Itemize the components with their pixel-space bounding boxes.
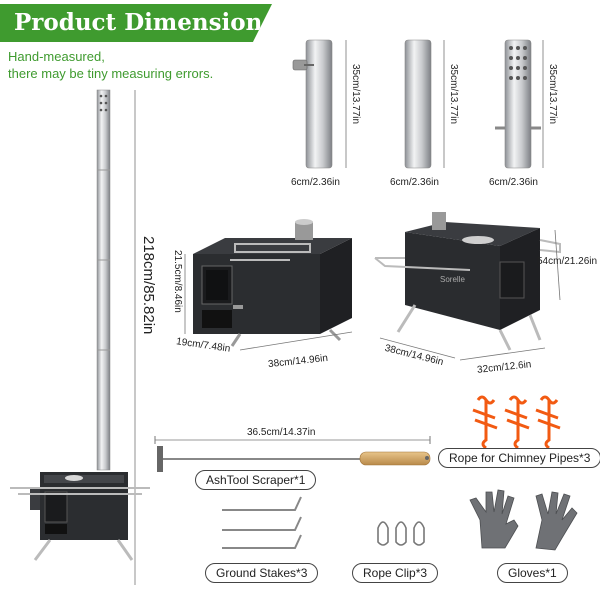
chimney-pipe-1 [292, 39, 333, 169]
note-line-2: there may be tiny measuring errors. [8, 66, 214, 81]
rope-label: Rope for Chimney Pipes*3 [438, 448, 600, 468]
svg-text:Sorelle: Sorelle [440, 275, 465, 284]
chimney-height: 218cm/85.82in [140, 236, 157, 335]
stove-side-view: Sorelle [374, 212, 561, 351]
pipe-3-height: 35cm/13.77in [547, 64, 558, 125]
stove-assembled [10, 472, 150, 561]
stove-side-rack: 54cm/21.26in [537, 256, 598, 267]
pipe-1-width: 6cm/2.36in [291, 177, 340, 188]
scraper-label: AshTool Scraper*1 [195, 470, 317, 490]
ash-scraper [157, 446, 431, 472]
ropes [472, 395, 561, 450]
chimney-assembled [96, 89, 136, 585]
pipe-3-width: 6cm/2.36in [489, 177, 538, 188]
stakes-label: Ground Stakes*3 [205, 563, 319, 583]
gloves [469, 489, 578, 551]
stove-front-view [193, 219, 352, 347]
note-line-1: Hand-measured, [8, 49, 105, 64]
chimney-pipe-3 [495, 39, 541, 169]
stove-front-height: 21.5cm/8.46in [172, 250, 183, 313]
rope-clips [377, 521, 425, 546]
ground-stakes [222, 496, 302, 549]
clip-label: Rope Clip*3 [352, 563, 439, 583]
pipe-1-height: 35cm/13.77in [350, 64, 361, 125]
title-banner: Product Dimension [0, 4, 272, 42]
pipe-2-height: 35cm/13.77in [448, 64, 459, 125]
pipe-2-width: 6cm/2.36in [390, 177, 439, 188]
gloves-label: Gloves*1 [497, 563, 568, 583]
scraper-length: 36.5cm/14.37in [247, 427, 316, 438]
chimney-pipe-2 [404, 39, 432, 169]
measurement-note: Hand-measured, there may be tiny measuri… [8, 48, 268, 82]
